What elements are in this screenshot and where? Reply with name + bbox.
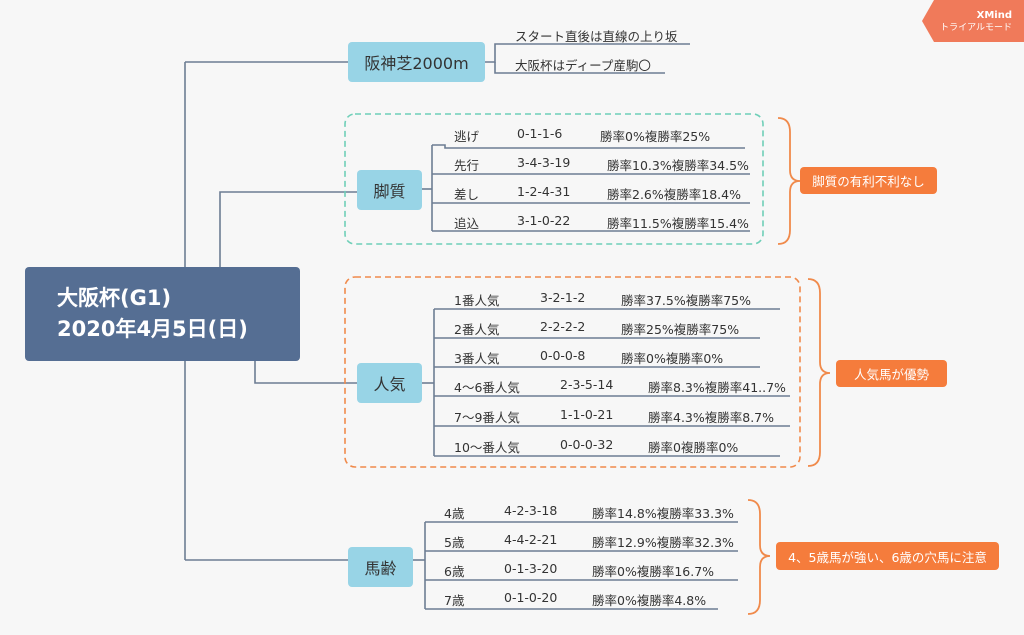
- leaf-age-name[interactable]: 6歳: [444, 564, 465, 579]
- leaf-age-record: 4-4-2-21: [504, 532, 558, 547]
- leaf-pop-name[interactable]: 7～9番人気: [454, 410, 520, 425]
- leaf-pop-name[interactable]: 1番人気: [454, 293, 500, 308]
- leaf-pop-rate: 勝率0%複勝率0%: [621, 351, 724, 366]
- leaf-course-2[interactable]: 大阪杯はディープ産駒〇: [515, 58, 651, 73]
- leaf-style-rate: 勝率0%複勝率25%: [600, 129, 711, 144]
- leaf-style-name[interactable]: 逃げ: [454, 129, 480, 144]
- leaf-style-name[interactable]: 追込: [454, 216, 480, 231]
- leaf-pop-rate: 勝率4.3%複勝率8.7%: [648, 410, 775, 425]
- leaf-pop-rate: 勝率25%複勝率75%: [621, 322, 740, 337]
- leaf-pop-record: 0-0-0-8: [540, 348, 586, 363]
- leaf-age-record: 0-1-0-20: [504, 590, 558, 605]
- leaf-pop-record: 2-3-5-14: [560, 377, 614, 392]
- leaf-pop-name[interactable]: 10～番人気: [454, 440, 520, 455]
- leaf-pop-rate: 勝率37.5%複勝率75%: [621, 293, 751, 308]
- leaf-age-rate: 勝率0%複勝率16.7%: [592, 564, 715, 579]
- badge-age[interactable]: 4、5歳馬が強い、6歳の穴馬に注意: [776, 542, 999, 570]
- leaf-style-rate: 勝率10.3%複勝率34.5%: [607, 158, 749, 173]
- leaf-style-record: 3-4-3-19: [517, 155, 571, 170]
- root-date: 2020年4月5日(日): [57, 317, 248, 341]
- leaf-age-name[interactable]: 4歳: [444, 506, 465, 521]
- leaf-pop-record: 2-2-2-2: [540, 319, 586, 334]
- leaf-style-name[interactable]: 差し: [454, 187, 480, 202]
- leaf-style-rate: 勝率11.5%複勝率15.4%: [607, 216, 749, 231]
- leaf-pop-rate: 勝率8.3%複勝率41..7%: [648, 380, 786, 395]
- badge-running-style[interactable]: 脚質の有利不利なし: [800, 167, 937, 194]
- leaf-course-1[interactable]: スタート直後は直線の上り坂: [515, 29, 678, 44]
- leaf-style-rate: 勝率2.6%複勝率18.4%: [607, 187, 741, 202]
- leaf-age-rate: 勝率12.9%複勝率32.3%: [592, 535, 734, 550]
- badge-popularity[interactable]: 人気馬が優勢: [836, 360, 947, 387]
- root-title: 大阪杯(G1): [57, 286, 172, 310]
- leaf-pop-record: 0-0-0-32: [560, 437, 614, 452]
- topic-course[interactable]: 阪神芝2000m: [348, 42, 485, 82]
- xmind-watermark: XMind トライアルモード: [940, 9, 1012, 35]
- xmind-mode: トライアルモード: [940, 23, 1012, 33]
- leaf-pop-name[interactable]: 4～6番人気: [454, 380, 520, 395]
- leaf-style-record: 3-1-0-22: [517, 213, 571, 228]
- leaf-age-rate: 勝率14.8%複勝率33.3%: [592, 506, 734, 521]
- xmind-brand: XMind: [976, 10, 1012, 21]
- leaf-pop-name[interactable]: 3番人気: [454, 351, 500, 366]
- leaf-pop-record: 3-2-1-2: [540, 290, 586, 305]
- root-topic[interactable]: 大阪杯(G1) 2020年4月5日(日): [25, 267, 300, 361]
- leaf-age-name[interactable]: 5歳: [444, 535, 465, 550]
- leaf-age-record: 4-2-3-18: [504, 503, 558, 518]
- leaf-age-name[interactable]: 7歳: [444, 593, 465, 608]
- leaf-pop-name[interactable]: 2番人気: [454, 322, 500, 337]
- leaf-style-record: 1-2-4-31: [517, 184, 571, 199]
- leaf-age-rate: 勝率0%複勝率4.8%: [592, 593, 707, 608]
- leaf-style-record: 0-1-1-6: [517, 126, 563, 141]
- leaf-pop-rate: 勝率0複勝率0%: [648, 440, 739, 455]
- leaf-style-name[interactable]: 先行: [454, 158, 480, 173]
- leaf-pop-record: 1-1-0-21: [560, 407, 614, 422]
- topic-age[interactable]: 馬齢: [348, 547, 413, 587]
- leaf-age-record: 0-1-3-20: [504, 561, 558, 576]
- topic-running-style[interactable]: 脚質: [357, 170, 422, 210]
- topic-popularity[interactable]: 人気: [357, 363, 422, 403]
